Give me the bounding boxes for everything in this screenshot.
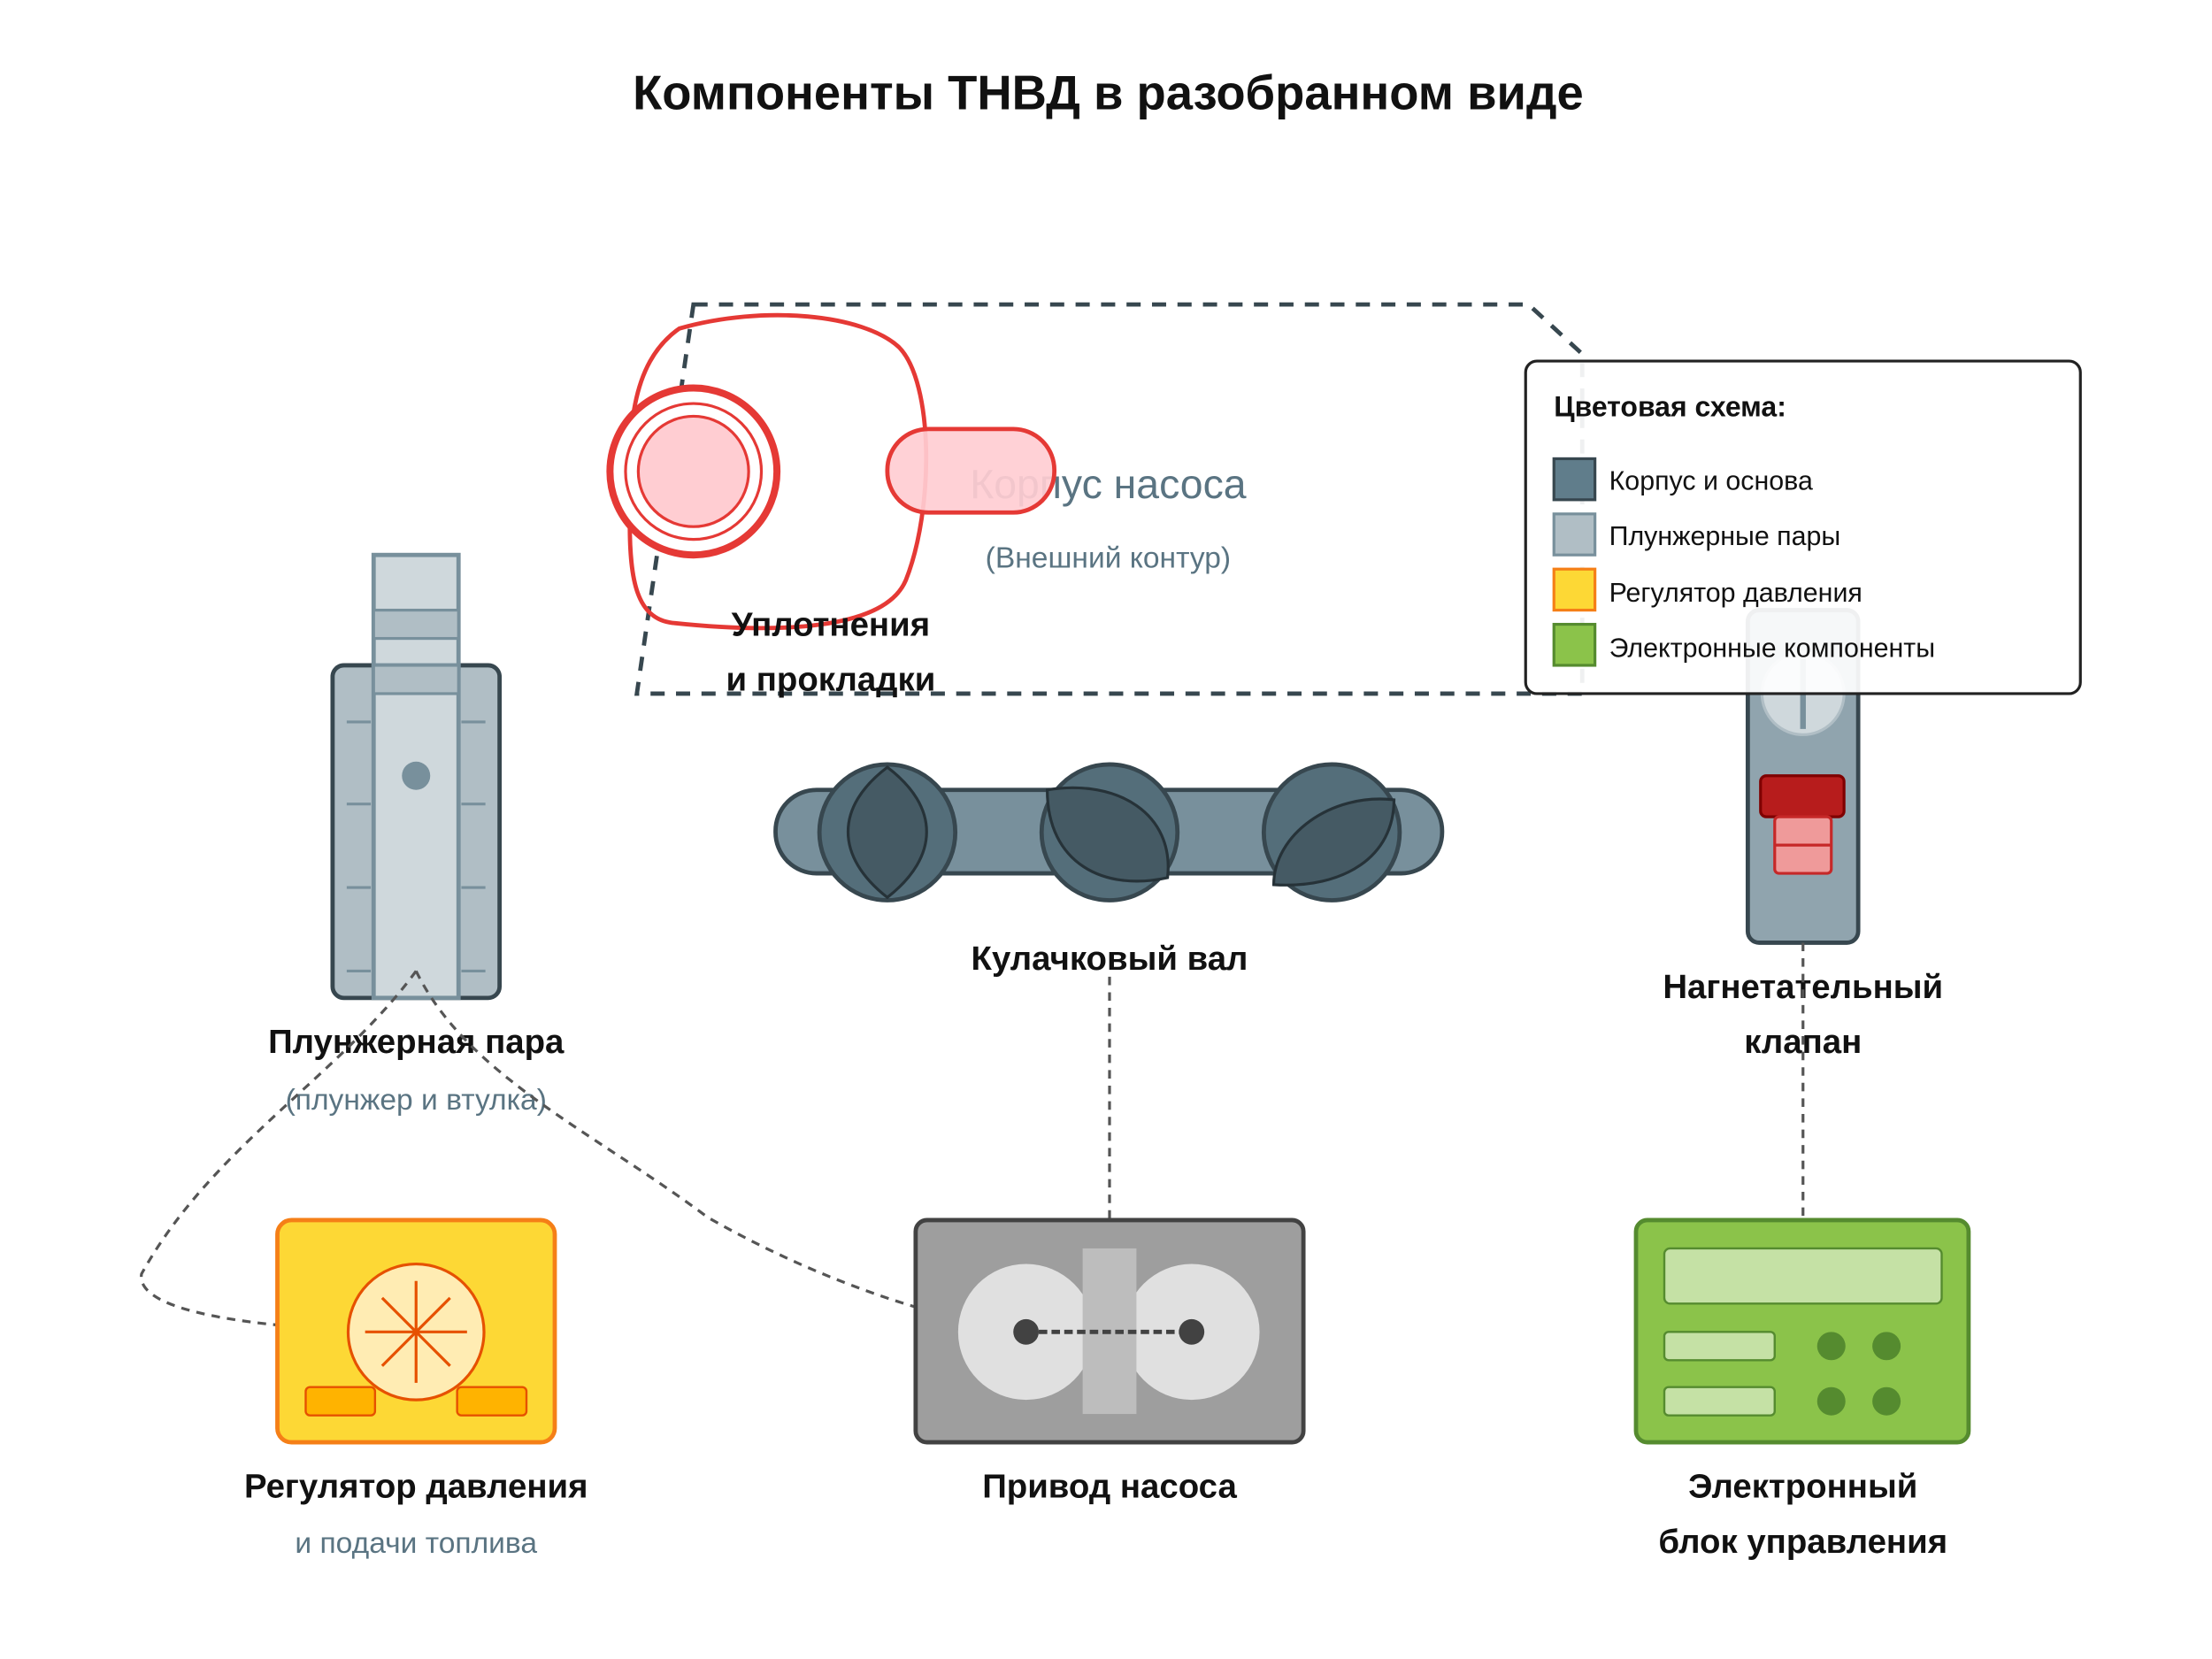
pressure-regulator: Регулятор давления и подачи топлива (244, 1217, 588, 1560)
camshaft-label: Кулачковый вал (972, 940, 1248, 978)
o-ring-inner (636, 414, 750, 528)
cam-profile-2 (1046, 786, 1170, 883)
legend-label-housing: Корпус и основа (1609, 466, 1813, 496)
ecu-led-1 (1816, 1332, 1846, 1361)
ecu-display (1663, 1247, 1943, 1305)
seals-label-line1: Уплотнения (732, 605, 930, 643)
seal-strip (885, 426, 1057, 515)
ecu-label-line2: блок управления (1658, 1523, 1947, 1561)
seals-and-gaskets: Уплотнения и прокладки (606, 312, 1057, 699)
plunger-port (402, 761, 431, 790)
ecu-label-line1: Электронный (1688, 1467, 1917, 1505)
drive-axle-right (1179, 1318, 1205, 1345)
plunger-pair: Плунжерная пара (плунжер и втулка) (268, 552, 565, 1117)
color-legend: Цветовая схема: Корпус и основа Плунжерн… (1524, 359, 2082, 695)
legend-swatch-regulator (1552, 567, 1597, 612)
cam-profile-3 (1271, 797, 1396, 887)
legend-swatch-housing (1552, 457, 1597, 502)
ecu-slot-1 (1663, 1331, 1776, 1362)
legend-swatch-electronics (1552, 622, 1597, 667)
housing-sublabel: (Внешний контур) (986, 542, 1231, 575)
ecu-led-2 (1872, 1332, 1901, 1361)
drive-label: Привод насоса (982, 1467, 1237, 1505)
legend-swatch-plunger (1552, 512, 1597, 557)
camshaft: Кулачковый вал (773, 762, 1445, 978)
plunger-collar-lower (372, 664, 460, 695)
o-ring-middle (624, 402, 764, 541)
seals-label-line2: и прокладки (726, 661, 935, 699)
legend-title: Цветовая схема: (1554, 390, 1786, 422)
plunger-sublabel: (плунжер и втулка) (286, 1084, 547, 1117)
plunger-body (371, 663, 461, 1001)
regulator-foot-right (456, 1386, 528, 1417)
regulator-label: Регулятор давления (244, 1467, 588, 1505)
pump-drive: Привод насоса (913, 1217, 1306, 1505)
diagram-title: Компоненты ТНВД в разобранном виде (633, 65, 1584, 119)
plunger-collar-upper (372, 608, 460, 641)
legend-label-regulator: Регулятор давления (1609, 578, 1863, 608)
legend-box (1524, 359, 2082, 695)
valve-label-line1: Нагнетательный (1663, 968, 1943, 1006)
plunger-label: Плунжерная пара (268, 1023, 565, 1061)
regulator-star (365, 1280, 467, 1383)
sleeve-tick-marks (346, 720, 486, 973)
legend-label-electronics: Электронные компоненты (1609, 633, 1935, 663)
ecu-led-4 (1872, 1386, 1901, 1416)
ecu-slot-2 (1663, 1386, 1776, 1417)
electronic-control-unit: Электронный блок управления (1633, 1217, 1971, 1561)
connector-plunger-regulator (140, 970, 418, 1333)
legend-label-plunger: Плунжерные пары (1609, 521, 1841, 551)
regulator-foot-left (304, 1386, 377, 1417)
regulator-sublabel: и подачи топлива (295, 1527, 537, 1560)
cam-profile-1 (847, 765, 928, 900)
ecu-led-3 (1816, 1386, 1846, 1416)
valve-cap (1759, 774, 1846, 818)
